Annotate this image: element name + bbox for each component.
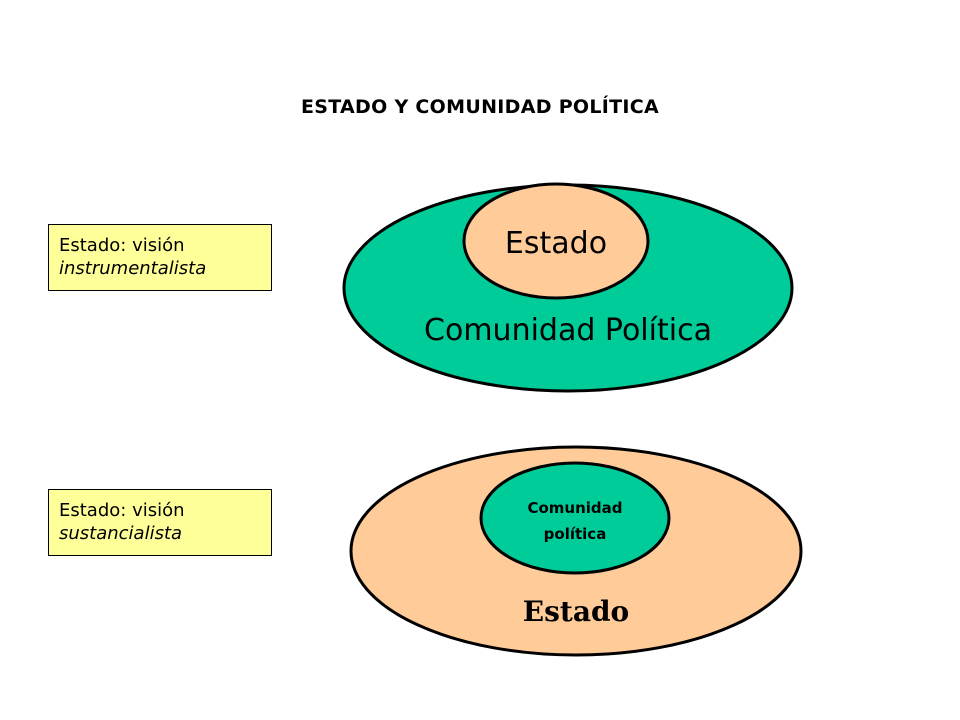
instrumentalist-diagram: Estado Comunidad Política [342,182,794,393]
state-inner-label: Estado [505,226,607,261]
substantialist-diagram: Comunidad política Estado [349,445,803,657]
community-outer-label: Comunidad Política [424,313,712,348]
substantialist-view-box: Estado: visión sustancialista [48,489,272,556]
community-inner-label-line1: Comunidad [527,499,622,517]
instrumentalist-box-line2: instrumentalista [59,258,207,279]
community-inner-label-line2: política [544,525,607,543]
instrumentalist-box-line1: Estado: visión [59,235,185,256]
state-outer-label: Estado [523,595,629,628]
substantialist-box-line2: sustancialista [59,523,183,544]
slide-title: ESTADO Y COMUNIDAD POLÍTICA [300,96,660,118]
community-inner-ellipse [479,461,671,575]
substantialist-box-line1: Estado: visión [59,500,185,521]
state-inner-ellipse [462,182,650,300]
instrumentalist-view-box: Estado: visión instrumentalista [48,224,272,291]
